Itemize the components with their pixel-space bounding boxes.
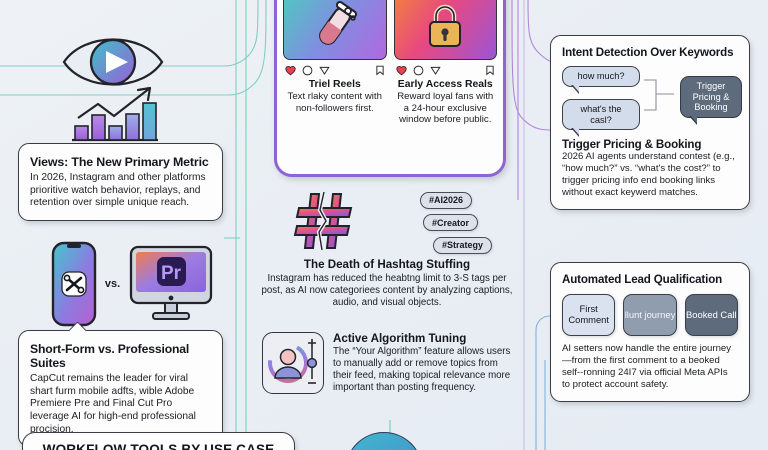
hashtag-stuffing-block: The Death of Hashtag Stuffing Instagram … [258,258,516,310]
intent-card-body: 2026 AI agents understand contest (e.g.,… [562,151,735,198]
capcut-phone-icon [51,241,97,327]
hashtag-chip[interactable]: #AI2026 [420,191,473,209]
hashtag-chip-stack: #AI2026 #Creator #Strategy [420,190,512,258]
lead-qualification-card: Automated Lead Qualification First Comme… [550,262,750,402]
share-icon[interactable] [319,65,330,76]
post-actions [283,60,387,79]
teal-blue-circle-icon [345,432,423,450]
bar-chart-growth-arrow-icon [72,86,158,142]
short-form-title: Short-Form vs. Professional Suites [30,342,190,370]
short-form-card: Short-Form vs. Professional Suites CapCu… [18,321,223,448]
lead-stage-chip: Booked Call [684,294,738,336]
device-comparison-row: vs. Pr [40,238,225,330]
intent-card-title: Trigger Pricing & Booking [562,138,702,151]
svg-text:Pr: Pr [161,263,182,284]
lead-card-title: Automated Lead Qualification [562,273,723,286]
algorithm-title: Active Algorithm Tuning [333,332,467,345]
workflow-banner-title: WORKFLOW TOOLS BY USE CASE [42,442,275,450]
workflow-tools-banner: WORKFLOW TOOLS BY USE CASE [22,432,295,450]
short-form-body: CapCut remains the leader for viral shar… [30,373,196,435]
lead-stage-chip: llunt journey [623,294,677,336]
post-title: Early Access Reals [397,79,493,90]
intent-bubble-group: how much? what's the casl? Trigger Prici… [562,66,742,138]
padlock-icon [429,4,462,47]
post-media [283,0,387,60]
bubble-connector [644,79,674,111]
test-tube-icon [318,0,357,45]
post-card[interactable]: Early Access Reals Reward loyal fans wit… [393,0,498,168]
hashtag-chip[interactable]: #Strategy [433,236,493,254]
eye-with-play-button-icon [62,38,164,86]
broken-hashtag-icon [293,191,353,251]
views-card-title: Views: The New Primary Metric [30,155,209,169]
intent-detection-card: Intent Detection Over Keywords how much?… [550,35,750,210]
views-card-body: In 2026, Instagram and other platforms p… [30,172,206,209]
premiere-pro-desktop-icon: Pr [129,245,213,320]
audience-tuning-slider-icon [262,332,324,394]
hashtag-block-body: Instagram has reduced the heabtng limit … [261,273,513,309]
post-title: Triel Reels [308,79,361,90]
comment-icon[interactable] [302,65,313,76]
intent-bubble: what's the casl? [562,99,640,138]
heart-icon[interactable] [285,65,296,76]
bookmark-icon[interactable] [375,65,385,76]
hashtag-block-title: The Death of Hashtag Stuffing [303,258,471,271]
bookmark-icon[interactable] [485,65,495,76]
lead-card-body: AI setters now handle the entire journey… [562,343,732,390]
post-card[interactable]: Triel Reels Text rlaky content with non-… [283,0,387,168]
algorithm-tuning-block: Active Algorithm Tuning The “Your Algori… [262,332,512,395]
hashtag-chip[interactable]: #Creator [423,214,479,231]
vs-label: vs. [104,278,121,290]
comment-icon[interactable] [413,65,424,76]
post-body: Text rlaky content with non-followers fi… [287,91,382,114]
algorithm-body: The “Your Algorithm” feature allows user… [333,346,511,394]
share-icon[interactable] [429,65,441,76]
lead-stage-chip: First Comment [562,294,616,336]
intent-card-heading: Intent Detection Over Keywords [562,46,734,59]
post-actions [394,60,498,79]
heart-icon[interactable] [395,65,407,76]
intent-bubble: how much? [562,66,640,94]
phone-mockup: Triel Reels Text rlaky content with non-… [274,0,506,177]
post-media [393,0,497,60]
intent-outcome-bubble: Trigger Pricing & Booking [680,76,742,125]
views-metric-card: Views: The New Primary Metric In 2026, I… [18,143,223,221]
lead-stage-chips: First Comment llunt journey Booked Call [562,294,738,336]
post-body: Reward loyal fans with a 24-hour exclusi… [397,91,494,125]
